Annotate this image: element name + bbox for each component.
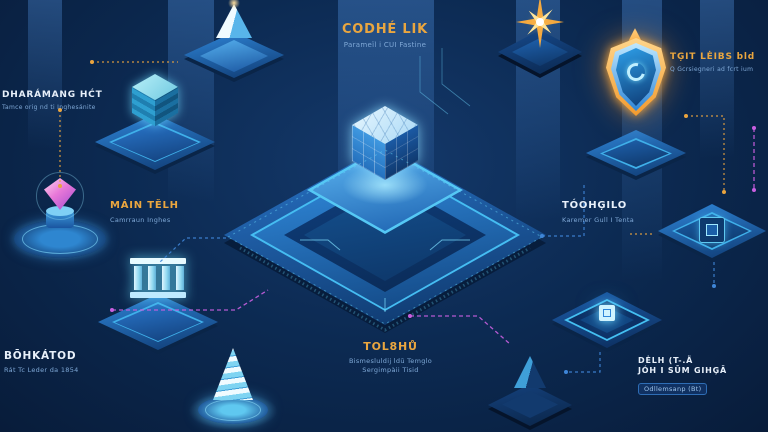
pyramid-node-top-left: [178, 0, 290, 84]
column: [148, 266, 156, 290]
label-subtitle: Camrraun Inghes: [110, 215, 171, 224]
spiral-cone-icon: [213, 348, 253, 400]
server-stack-icon: [132, 74, 178, 127]
starburst-node-top-right: [496, 0, 584, 82]
starburst-core: [536, 18, 544, 26]
column: [134, 266, 142, 290]
central-platform-node: [220, 95, 550, 340]
connector-dot: [90, 60, 94, 64]
chip-icon: [699, 217, 725, 243]
label-left-top: DHARÁMANG HĆT Tamce orig nd ti Inghesáni…: [2, 90, 106, 112]
server-node-left: [92, 74, 218, 174]
apex-glow: [228, 0, 240, 9]
shield-node-right: [584, 28, 688, 182]
column: [176, 266, 184, 290]
label-title: MÁIN TĔLH: [110, 200, 179, 211]
label-title: DHARÁMANG HĆT: [2, 90, 103, 100]
label-title-line1: DĖLH (T-.Ä: [638, 356, 694, 365]
chip-core: [603, 309, 611, 317]
label-top-center: CODHÉ LIK Parameïl i CUI Fastine: [295, 22, 475, 50]
chip-core: [706, 224, 718, 236]
label-title: TOL8HŮ: [363, 340, 418, 353]
label-subtitle-2: Sergimpàii Tisid: [362, 365, 419, 374]
chip-node-right: [656, 192, 768, 266]
column: [162, 266, 170, 290]
columns-node-bottom-left: [96, 258, 220, 354]
pyramid-icon: [514, 356, 546, 388]
label-subtitle: Karemer Gull I Tenta: [562, 215, 635, 224]
label-title: TÓOHĢILO: [562, 200, 628, 211]
label-right-mid: TÓOHĢILO Karemer Gull I Tenta: [562, 200, 662, 224]
connector-dot: [752, 126, 756, 130]
light-beam: [700, 0, 734, 180]
label-subtitle: Bismesluldij ldŭ Temglo: [348, 356, 433, 365]
columns-icon: [130, 258, 186, 300]
disc-ring: [22, 224, 98, 254]
label-bottom-right: DĖLH (T-.Ä JÓH I SŪM GIHĢĀ Odllemsanp (B…: [638, 356, 766, 396]
pyramid-icon: [216, 4, 252, 38]
label-title-line2: JÓH I SŪM GIHĢĀ: [638, 366, 728, 375]
connector-dot: [712, 284, 716, 288]
label-subtitle-badge: Odllemsanp (Bt): [638, 383, 708, 396]
label-subtitle: Rát Tc Leder da 1854: [4, 366, 79, 375]
label-left-mid: MÁIN TĔLH Camrraun Inghes: [110, 200, 200, 224]
chip-icon: [599, 305, 615, 321]
label-bottom-left: BŌHKÁTOD Rát Tc Leder da 1854: [4, 350, 116, 374]
pediment: [130, 258, 186, 264]
chip-node-bottom-right: [550, 278, 664, 358]
label-title: TĢIT LĖIBS bld: [670, 52, 756, 62]
gem-node-left: [6, 172, 114, 266]
shield-icon: [606, 38, 666, 116]
cone-node-bottom-center: [188, 344, 278, 432]
light-beam: [28, 0, 62, 170]
label-subtitle: Q Gcrsiegneri ad fcrt ium: [670, 66, 754, 74]
label-right-top: TĢIT LĖIBS bld Q Gcrsiegneri ad fcrt ium: [670, 52, 766, 74]
pyramid-node-bottom-right: [486, 356, 574, 430]
disc-ring: [205, 399, 261, 421]
label-title: CODHÉ LIK: [341, 22, 429, 37]
label-subtitle: Tamce orig nd ti Inghesánite: [2, 104, 96, 112]
label-bottom-center: TOL8HŮ Bismesluldij ldŭ Temglo Sergimpài…: [318, 340, 463, 374]
label-title: BŌHKÁTOD: [4, 350, 77, 362]
column-base: [130, 292, 186, 298]
light-beam: [168, 0, 214, 230]
label-subtitle: Parameïl i CUI Fastine: [343, 41, 427, 50]
